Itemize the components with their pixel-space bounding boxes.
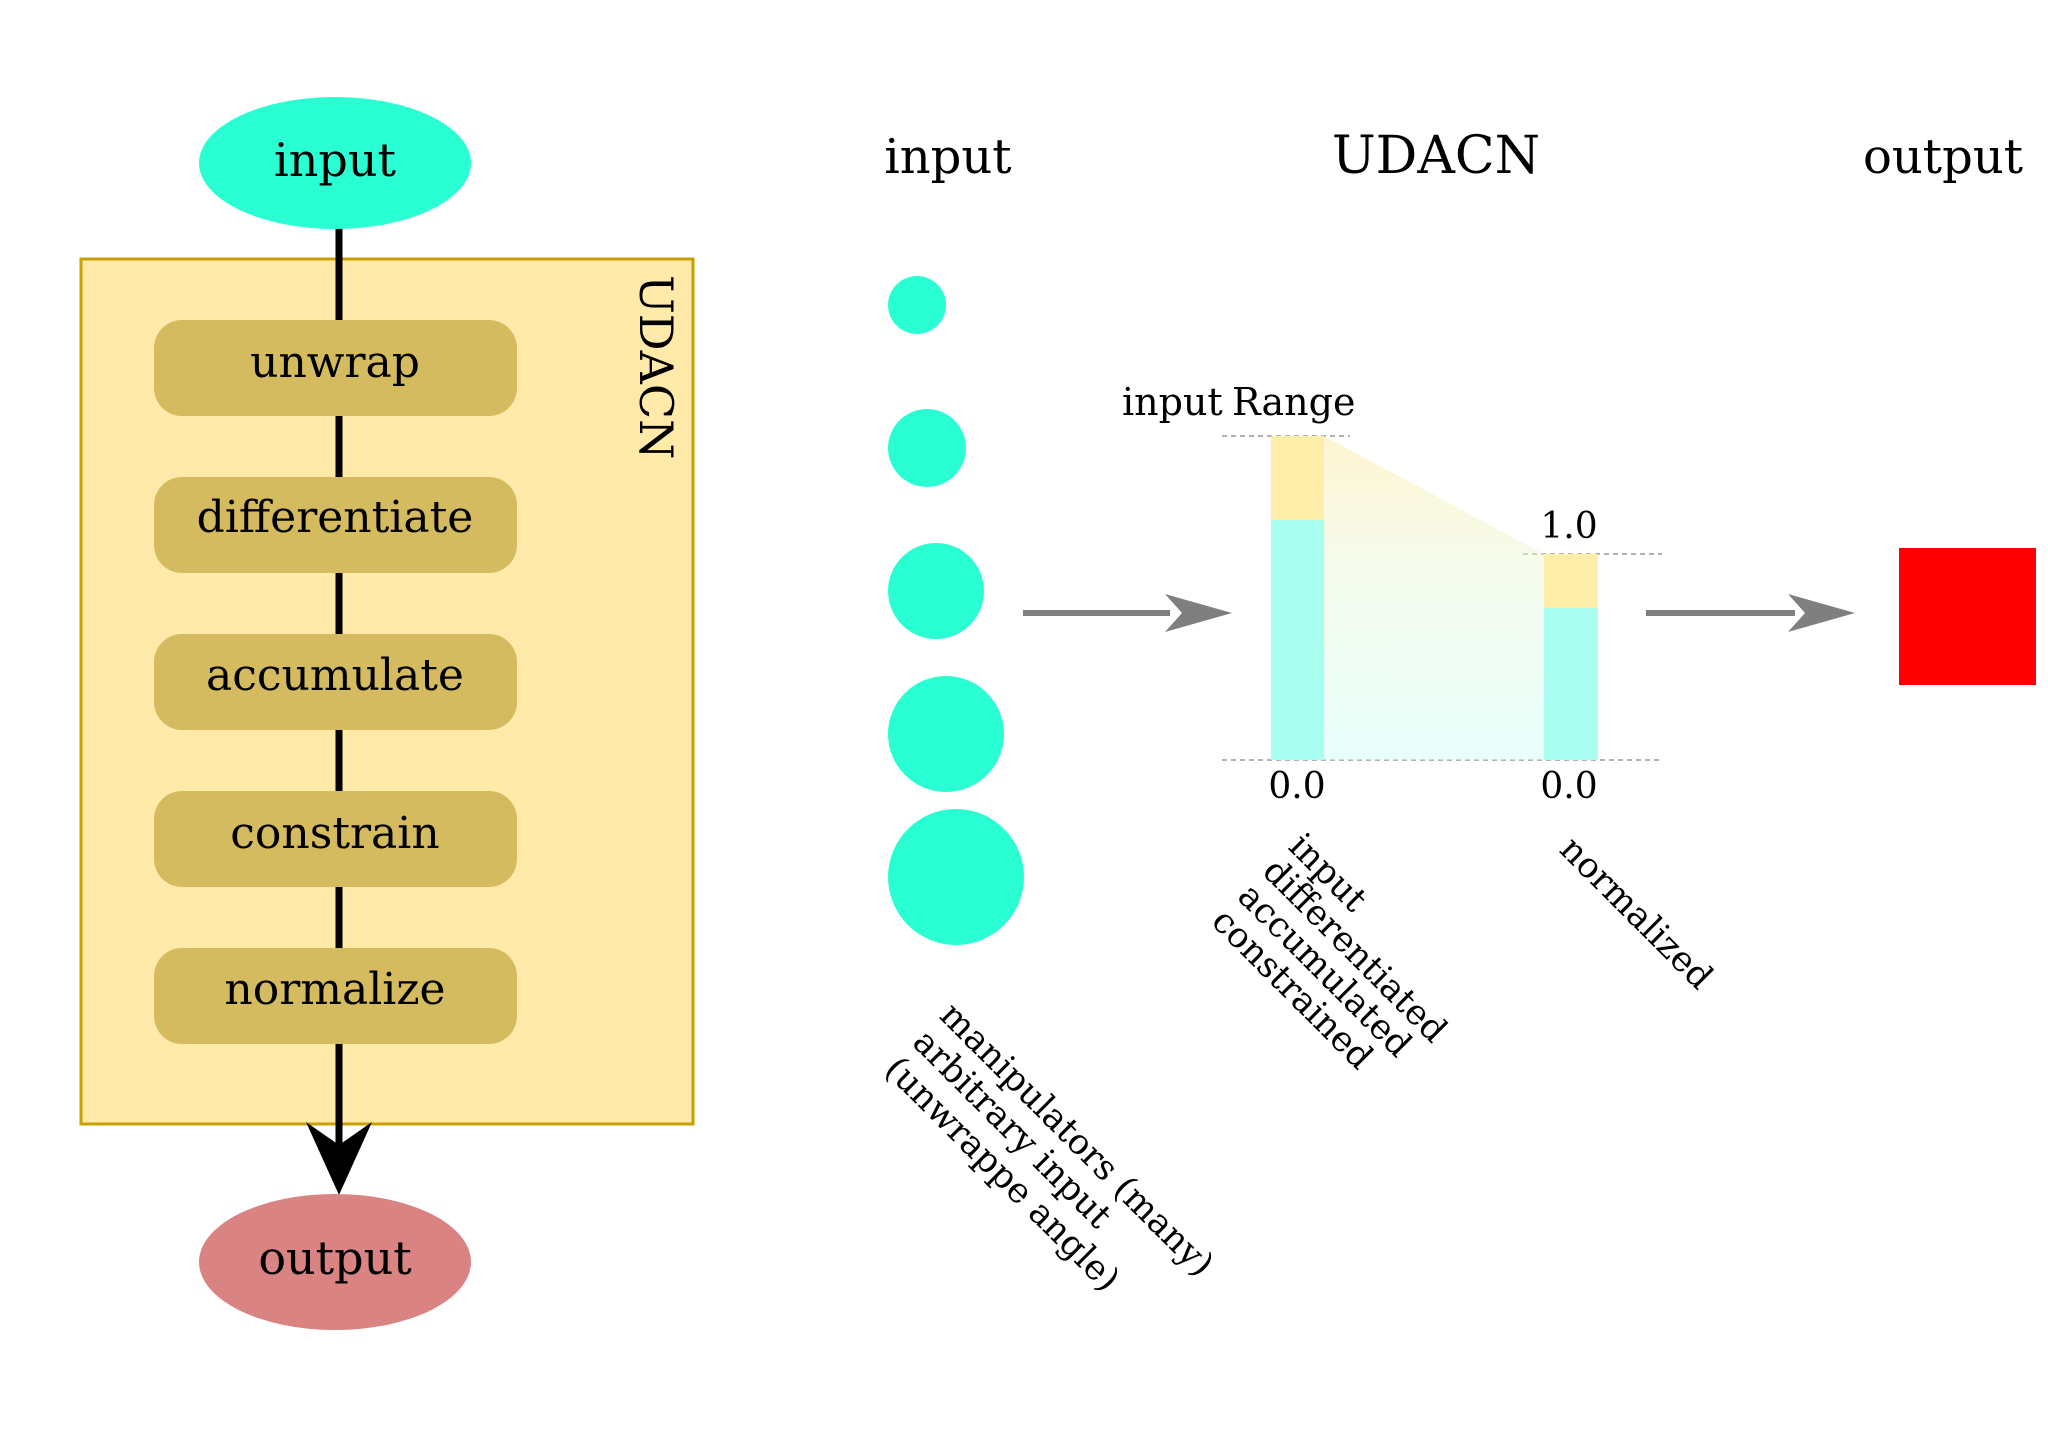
- caption-left-bar: input differentiated accumulated constra…: [1204, 826, 1455, 1078]
- value-zero-right: 0.0: [1540, 766, 1597, 807]
- column-header-udacn: UDACN: [1332, 126, 1540, 186]
- caption-manipulators: manipulators (many) arbitrary input (unw…: [877, 995, 1222, 1300]
- step-label: differentiate: [197, 492, 474, 543]
- input-node-label: input: [274, 133, 396, 187]
- range-graph: input Range 1.0 0.0 0.0: [1122, 380, 1662, 807]
- step-label: normalize: [224, 964, 445, 1015]
- output-node: [199, 1194, 471, 1330]
- udacn-container-label: UDACN: [629, 275, 683, 459]
- arrow-input-to-udacn: [1023, 594, 1232, 632]
- range-trapezoid: [1324, 436, 1544, 760]
- value-one-label: 1.0: [1540, 506, 1597, 547]
- input-circle: [888, 276, 946, 334]
- output-node-label: output: [258, 1231, 412, 1285]
- input-circle: [888, 676, 1004, 792]
- range-label: Range: [1232, 380, 1355, 424]
- output-square: [1899, 548, 2036, 685]
- step-differentiate: differentiate: [154, 477, 517, 573]
- step-normalize: normalize: [154, 948, 517, 1044]
- input-circle: [888, 409, 966, 487]
- input-circle: [888, 809, 1024, 945]
- flow-arrowhead: [306, 1122, 372, 1195]
- right-bar-cyan: [1544, 608, 1598, 760]
- input-circle: [888, 543, 984, 639]
- step-label: unwrap: [250, 337, 420, 388]
- input-node: [199, 97, 471, 229]
- caption-normalized: normalized: [1552, 829, 1721, 998]
- step-label: constrain: [230, 808, 439, 859]
- step-constrain: constrain: [154, 791, 517, 887]
- step-unwrap: unwrap: [154, 320, 517, 416]
- left-bar-yellow: [1271, 436, 1324, 520]
- arrow-udacn-to-output: [1646, 594, 1855, 632]
- input-range-label: input: [1122, 380, 1223, 424]
- column-header-input: input: [884, 129, 1011, 185]
- flowchart: UDACN input unwrap differentiate accumul…: [79, 97, 695, 1330]
- right-bar-yellow: [1544, 554, 1598, 608]
- left-bar-cyan: [1271, 520, 1324, 760]
- value-zero-left: 0.0: [1268, 766, 1325, 807]
- column-header-output: output: [1863, 129, 2023, 185]
- input-circles: [888, 276, 1024, 945]
- udacn-diagram: input UDACN output: [877, 126, 2036, 1300]
- step-accumulate: accumulate: [154, 634, 517, 730]
- step-label: accumulate: [206, 650, 464, 701]
